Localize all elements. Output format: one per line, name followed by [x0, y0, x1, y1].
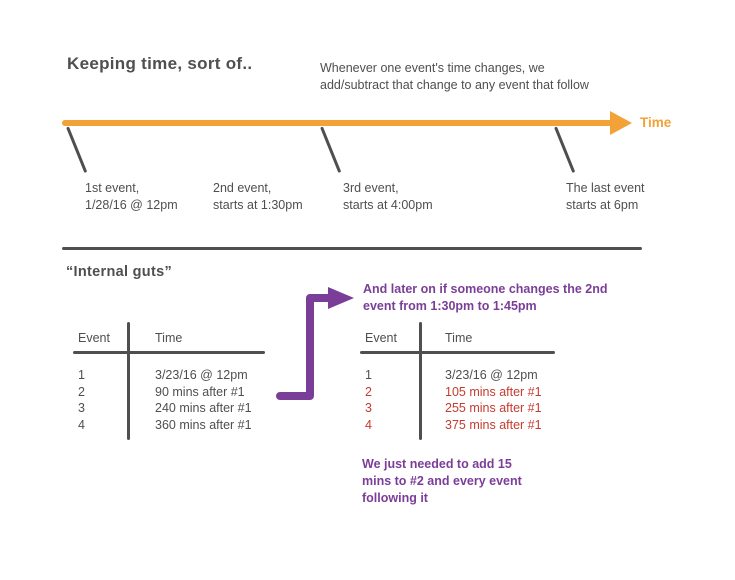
- table-rows: 1 3/23/16 @ 12pm 2 105 mins after #1 3 2…: [365, 367, 567, 433]
- table-row-changed: 3 255 mins after #1: [365, 400, 567, 417]
- event-cell: 2: [365, 384, 372, 399]
- event-cell: 1: [365, 368, 372, 383]
- timeline-tick: [554, 126, 576, 173]
- table-row-changed: 2 105 mins after #1: [365, 384, 567, 401]
- time-cell: 3/23/16 @ 12pm: [445, 368, 538, 383]
- event-label-1: 1st event, 1/28/16 @ 12pm: [85, 181, 178, 212]
- event-cell: 4: [365, 417, 372, 432]
- time-cell: 90 mins after #1: [155, 384, 245, 399]
- table-header-rule: [73, 351, 265, 354]
- section-divider: [62, 247, 642, 250]
- table-row: 4 360 mins after #1: [78, 417, 280, 434]
- change-note: And later on if someone changes the 2nd …: [363, 282, 608, 313]
- timeline-tick: [66, 126, 88, 173]
- table-vertical-rule: [127, 322, 130, 440]
- event-cell: 3: [365, 401, 372, 416]
- internal-guts-heading: “Internal guts”: [66, 264, 173, 280]
- event-label-2: 2nd event, starts at 1:30pm: [213, 181, 303, 212]
- addition-note: We just needed to add 15 mins to #2 and …: [362, 457, 522, 505]
- column-header-time: Time: [155, 331, 183, 345]
- after-change-table: Event Time 1 3/23/16 @ 12pm 2 105 mins a…: [360, 322, 567, 446]
- timeline-tick: [320, 126, 342, 173]
- table-row: 2 90 mins after #1: [78, 384, 280, 401]
- table-vertical-rule: [419, 322, 422, 440]
- event-cell: 4: [78, 417, 85, 432]
- change-arrow-icon: [276, 287, 354, 400]
- page-title: Keeping time, sort of..: [67, 54, 253, 73]
- event-label-4: The last event starts at 6pm: [566, 181, 645, 212]
- time-axis-label: Time: [640, 115, 672, 130]
- time-cell: 255 mins after #1: [445, 401, 542, 416]
- event-label-3: 3rd event, starts at 4:00pm: [343, 181, 433, 212]
- column-header-event: Event: [365, 331, 397, 345]
- time-cell: 240 mins after #1: [155, 401, 252, 416]
- event-cell: 1: [78, 368, 85, 383]
- time-cell: 105 mins after #1: [445, 384, 542, 399]
- time-cell: 3/23/16 @ 12pm: [155, 368, 248, 383]
- intro-text: Whenever one event's time changes, we ad…: [320, 61, 589, 92]
- timeline-bar: [62, 120, 614, 126]
- table-row: 1 3/23/16 @ 12pm: [78, 367, 280, 384]
- table-row: 1 3/23/16 @ 12pm: [365, 367, 567, 384]
- column-header-time: Time: [445, 331, 473, 345]
- table-header-rule: [360, 351, 555, 354]
- table-row: 3 240 mins after #1: [78, 400, 280, 417]
- before-change-table: Event Time 1 3/23/16 @ 12pm 2 90 mins af…: [73, 322, 280, 446]
- table-row-changed: 4 375 mins after #1: [365, 417, 567, 434]
- event-cell: 2: [78, 384, 85, 399]
- timeline-arrowhead-icon: [610, 111, 632, 135]
- event-cell: 3: [78, 401, 85, 416]
- column-header-event: Event: [78, 331, 110, 345]
- table-rows: 1 3/23/16 @ 12pm 2 90 mins after #1 3 24…: [78, 367, 280, 433]
- time-cell: 375 mins after #1: [445, 417, 542, 432]
- time-cell: 360 mins after #1: [155, 417, 252, 432]
